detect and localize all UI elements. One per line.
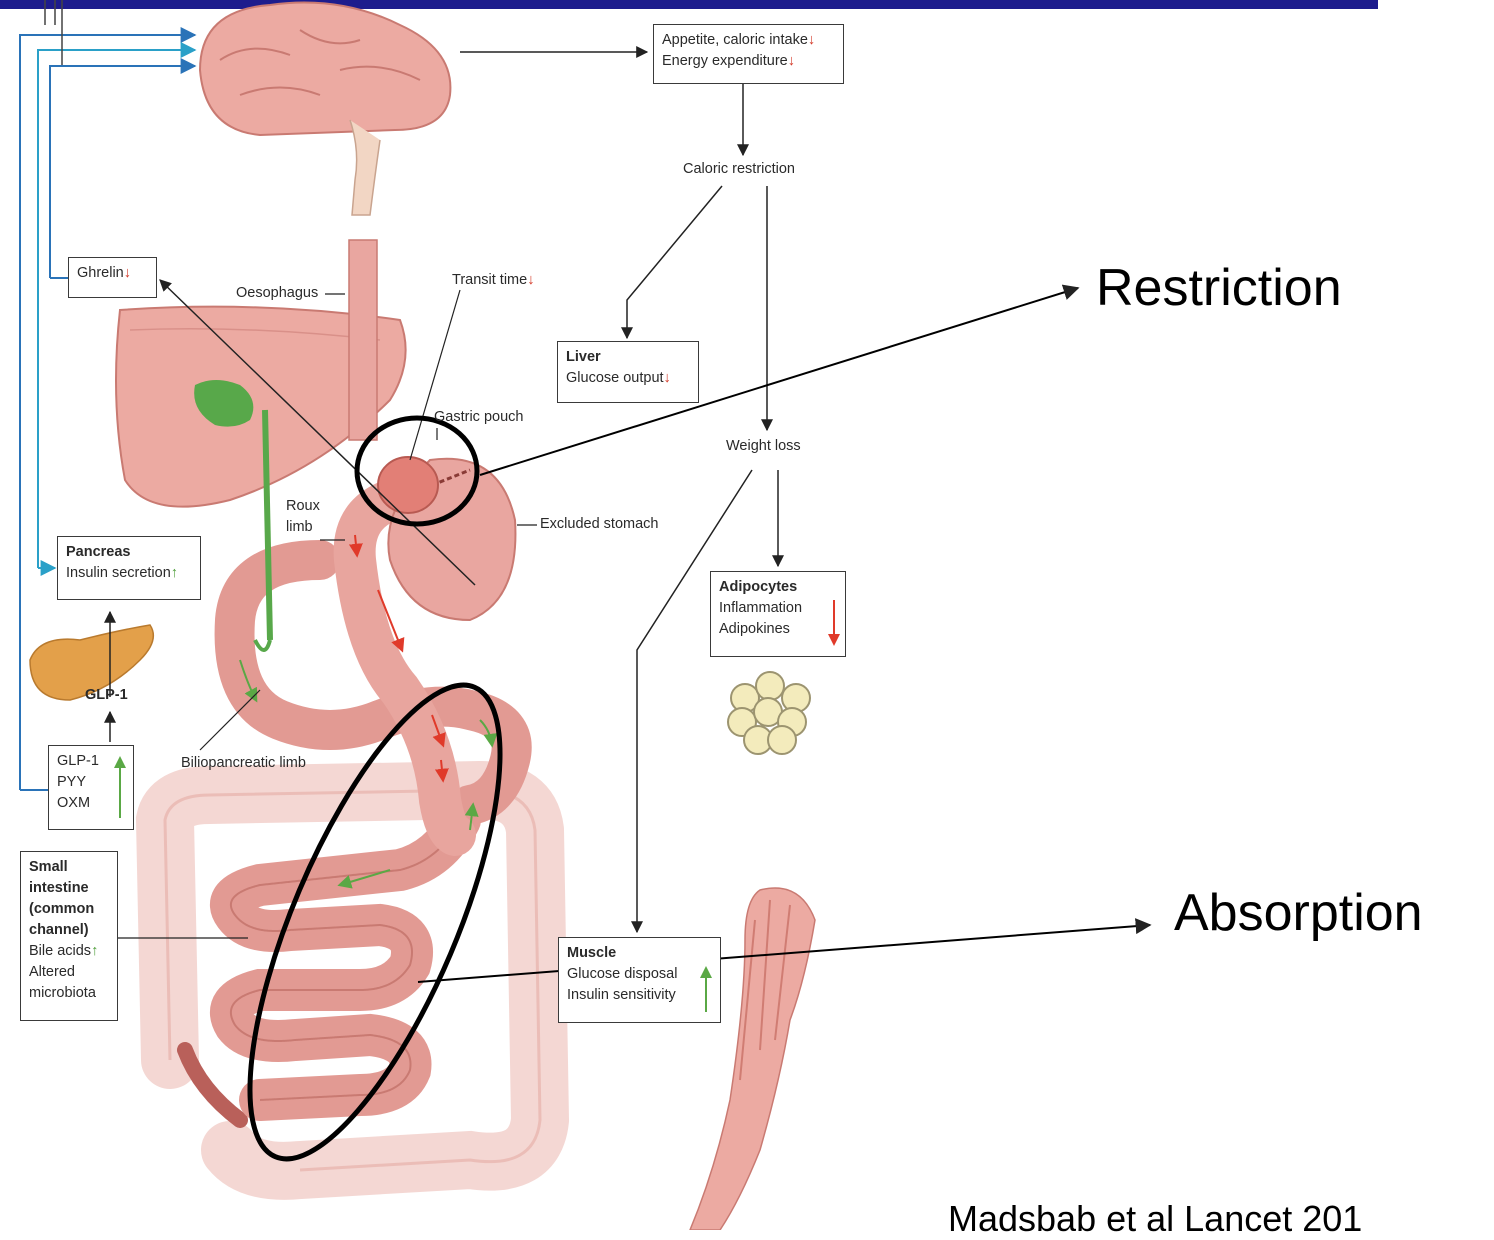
ghrelin-box: Ghrelin↓	[68, 257, 157, 298]
liver-title: Liver	[566, 347, 690, 368]
small-intestine-coils	[231, 820, 460, 1100]
down-arrow-icon: ↓	[124, 265, 131, 281]
muscle-title: Muscle	[567, 943, 712, 964]
transit-time-text: Transit time	[452, 272, 527, 288]
up-arrow-icon	[699, 964, 713, 1012]
bile-acids-label: Bile acids	[29, 943, 91, 959]
transit-time-label: Transit time↓	[452, 272, 534, 288]
gastric-pouch-label: Gastric pouch	[434, 409, 523, 425]
biliopancreatic-limb-label: Biliopancreatic limb	[181, 755, 306, 771]
pancreas-title: Pancreas	[66, 542, 192, 563]
small-intestine-title: Small intestine (common channel)	[29, 857, 109, 941]
down-arrow-icon	[827, 600, 841, 646]
appetite-box: Appetite, caloric intake↓ Energy expendi…	[653, 24, 844, 84]
oesophagus-label: Oesophagus	[236, 285, 318, 301]
glucose-output-label: Glucose output	[566, 370, 664, 386]
altered-microbiota-label: Altered microbiota	[29, 962, 109, 1004]
energy-label: Energy expenditure	[662, 53, 788, 69]
up-arrow-icon: ↑	[91, 943, 98, 959]
roux-limb-label: Roux limb	[286, 496, 324, 538]
insulin-secretion-label: Insulin secretion	[66, 565, 171, 581]
pancreas-box: Pancreas Insulin secretion↑	[57, 536, 201, 600]
glp1-label: GLP-1	[85, 687, 128, 703]
inflammation-label: Inflammation	[719, 598, 837, 619]
citation: Madsbab et al Lancet 201	[948, 1198, 1362, 1240]
adipokines-label: Adipokines	[719, 619, 837, 640]
appetite-label: Appetite, caloric intake	[662, 32, 808, 48]
weight-loss-label: Weight loss	[726, 438, 801, 454]
down-arrow-icon: ↓	[664, 370, 671, 386]
down-arrow-icon: ↓	[808, 32, 815, 48]
down-arrow-icon: ↓	[527, 272, 534, 288]
up-arrow-icon: ↑	[171, 565, 178, 581]
muscle-box: Muscle Glucose disposal Insulin sensitiv…	[558, 937, 721, 1023]
adipocytes-box: Adipocytes Inflammation Adipokines	[710, 571, 846, 657]
glucose-disposal-label: Glucose disposal	[567, 964, 712, 985]
ghrelin-label: Ghrelin	[77, 265, 124, 281]
adipocytes-cluster	[728, 672, 810, 754]
absorption-annotation: Absorption	[1174, 883, 1423, 943]
liver-box: Liver Glucose output↓	[557, 341, 699, 403]
down-arrow-icon: ↓	[788, 53, 795, 69]
brain	[200, 3, 450, 216]
adipocytes-title: Adipocytes	[719, 577, 837, 598]
oesophagus	[349, 240, 377, 440]
insulin-sensitivity-label: Insulin sensitivity	[567, 985, 712, 1006]
hormones-box: GLP-1 PYY OXM	[48, 745, 134, 830]
excluded-stomach-label: Excluded stomach	[540, 516, 658, 532]
up-arrow-icon	[113, 754, 127, 818]
gastric-pouch	[378, 457, 438, 513]
restriction-annotation: Restriction	[1096, 258, 1342, 318]
caloric-restriction-label: Caloric restriction	[683, 161, 795, 177]
small-intestine-box: Small intestine (common channel) Bile ac…	[20, 851, 118, 1021]
